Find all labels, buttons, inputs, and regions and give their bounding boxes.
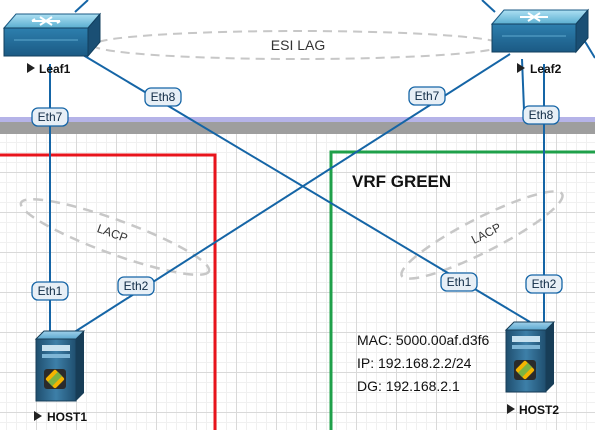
host2-info: MAC: 5000.00af.d3f6 IP: 192.168.2.2/24 D… [357, 332, 490, 394]
divider-band-bottom [0, 122, 595, 134]
port-leaf1-eth8[interactable]: Eth8 [144, 87, 182, 107]
lacp-left-label: LACP [95, 221, 129, 245]
svg-text:Eth8: Eth8 [151, 90, 176, 104]
host2-dg: DG: 192.168.2.1 [357, 378, 460, 394]
switch-icon [2, 12, 102, 58]
port-host2-eth2[interactable]: Eth2 [525, 274, 563, 294]
svg-text:Eth8: Eth8 [529, 108, 554, 122]
lacp-left-ellipse [19, 198, 211, 276]
host1-label: HOST1 [47, 410, 87, 424]
leaf1-marker-icon [27, 63, 35, 73]
switch-icon [490, 8, 590, 54]
divider-band-top [0, 117, 595, 122]
leaf1-label: Leaf1 [39, 62, 71, 76]
host2-label: HOST2 [519, 403, 559, 417]
svg-text:Eth1: Eth1 [38, 284, 63, 298]
svg-text:Eth2: Eth2 [532, 277, 557, 291]
svg-text:Eth1: Eth1 [447, 275, 472, 289]
svg-text:Eth7: Eth7 [38, 110, 63, 124]
vrf-green-label: VRF GREEN [352, 172, 451, 191]
host2-server[interactable]: HOST2 [504, 321, 559, 417]
leaf2-label: Leaf2 [530, 62, 562, 76]
link-leaf2-top-a [481, 0, 496, 13]
server-icon [504, 321, 556, 393]
svg-text:Eth7: Eth7 [415, 89, 440, 103]
port-host1-eth2[interactable]: Eth2 [117, 276, 155, 296]
host1-marker-icon [34, 411, 42, 421]
leaf2-marker-icon [517, 63, 525, 73]
server-icon [34, 330, 86, 402]
esi-lag-label: ESI LAG [271, 37, 325, 53]
leaf2-switch[interactable]: Leaf2 [490, 8, 590, 76]
host2-ip: IP: 192.168.2.2/24 [357, 355, 472, 371]
lacp-right-ellipse [400, 190, 564, 280]
vrf-red-boundary [0, 153, 217, 430]
port-host1-eth1[interactable]: Eth1 [31, 281, 69, 301]
host2-mac: MAC: 5000.00af.d3f6 [357, 332, 490, 348]
lacp-right-label: LACP [469, 220, 503, 247]
port-leaf2-eth8[interactable]: Eth8 [522, 105, 560, 125]
port-host2-eth1[interactable]: Eth1 [440, 272, 478, 292]
host1-server[interactable]: HOST1 [34, 330, 87, 424]
leaf1-switch[interactable]: Leaf1 [2, 12, 102, 76]
vrf-green-boundary [329, 150, 595, 430]
port-leaf2-eth7[interactable]: Eth7 [408, 86, 446, 106]
port-leaf1-eth7[interactable]: Eth7 [31, 107, 69, 127]
svg-text:Eth2: Eth2 [124, 279, 149, 293]
link-leaf1-top-a [74, 0, 89, 13]
host2-marker-icon [507, 404, 515, 414]
